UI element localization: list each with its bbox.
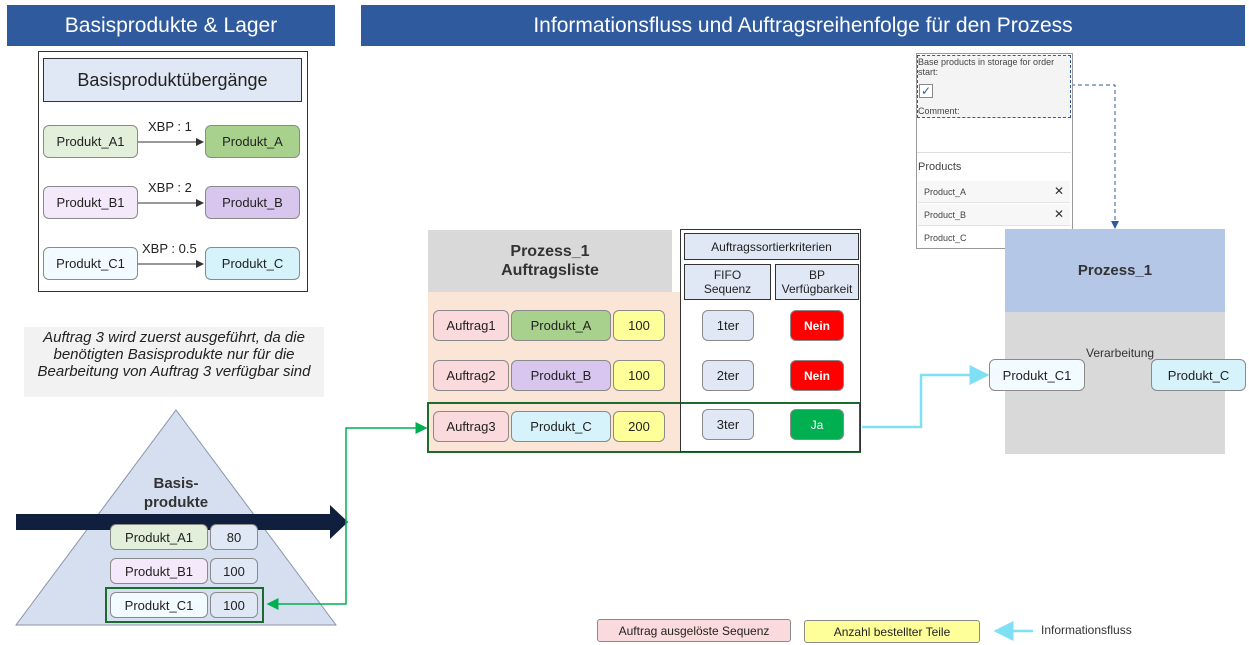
order-qty-3: 200	[613, 411, 665, 442]
header-informationsfluss: Informationsfluss und Auftragsreihenfolg…	[361, 5, 1245, 46]
pyramid-qty-c1: 100	[210, 592, 258, 618]
order-product-3: Produkt_C	[511, 411, 611, 442]
product-row-a-label: Product_A	[924, 187, 967, 197]
header-right-text: Informationsfluss und Auftragsreihenfolg…	[533, 13, 1073, 37]
criteria-col-fifo: FIFO Sequenz	[684, 264, 771, 300]
pyramid-title: Basis- produkte	[143, 475, 209, 511]
order-id-2: Auftrag2	[433, 360, 509, 391]
remove-product-a-icon[interactable]: ✕	[1054, 184, 1065, 198]
pyramid-item-b1: Produkt_B1	[110, 558, 208, 584]
remove-product-b-icon[interactable]: ✕	[1054, 207, 1065, 221]
green-connector-back	[266, 522, 347, 610]
products-title: Products	[918, 161, 962, 173]
criteria-panel	[680, 229, 861, 452]
order-id-3: Auftrag3	[433, 411, 509, 442]
order-product-2: Produkt_B	[511, 360, 611, 391]
criteria-col-bp: BP Verfügbarkeit	[775, 264, 859, 300]
criteria-title: Auftragssortierkriterien	[684, 233, 859, 260]
order-product-1: Produkt_A	[511, 310, 611, 341]
pyramid-qty-b1: 100	[210, 558, 258, 584]
info-flow-line	[862, 365, 990, 429]
transition-from-b: Produkt_B1	[43, 186, 138, 219]
product-row-b-label: Product_B	[924, 210, 967, 220]
criteria-avail-1: Nein	[790, 310, 844, 341]
note-text: Auftrag 3 wird zuerst ausgeführt, da die…	[37, 329, 311, 380]
legend-sequence: Auftrag ausgelöste Sequenz	[597, 619, 791, 642]
criteria-seq-3: 3ter	[702, 409, 754, 440]
criteria-seq-2: 2ter	[702, 360, 754, 391]
transition-to-c: Produkt_C	[205, 247, 300, 280]
transition-ratio-c: XBP : 0.5	[142, 241, 197, 256]
pyramid-item-a1: Produkt_A1	[110, 524, 208, 550]
criteria-avail-3: Ja	[790, 409, 844, 440]
panel-dashed-link	[1071, 84, 1119, 229]
transition-ratio-b: XBP : 2	[148, 180, 192, 195]
process-step-label: Verarbeitung	[1086, 346, 1155, 360]
product-row-b	[918, 204, 1070, 226]
inflow-arrow	[16, 505, 348, 539]
product-row-a	[918, 181, 1070, 203]
storage-checkbox-area	[917, 55, 1071, 118]
transition-to-a: Produkt_A	[205, 125, 300, 158]
pyramid-item-c1: Produkt_C1	[110, 592, 208, 618]
legend-flow-label: Informationsfluss	[1041, 623, 1132, 637]
criteria-seq-1: 1ter	[702, 310, 754, 341]
transitions-panel	[38, 51, 308, 292]
pyramid-qty-a1: 80	[210, 524, 258, 550]
transition-from-a: Produkt_A1	[43, 125, 138, 158]
note-box: Auftrag 3 wird zuerst ausgeführt, da die…	[24, 327, 324, 397]
transition-ratio-a: XBP : 1	[148, 119, 192, 134]
process-title: Prozess_1	[1005, 229, 1225, 312]
transitions-title: Basisproduktübergänge	[43, 58, 302, 102]
process-output-c: Produkt_C	[1151, 359, 1246, 391]
header-basisprodukte: Basisprodukte & Lager	[7, 5, 335, 46]
order-qty-1: 100	[613, 310, 665, 341]
orderlist-title: Prozess_1 Auftragsliste	[428, 230, 672, 292]
transition-from-c: Produkt_C1	[43, 247, 138, 280]
product-row-c-label: Product_C	[924, 233, 967, 243]
pyramid-highlight-c1	[105, 587, 264, 623]
comment-field[interactable]	[917, 118, 1071, 153]
process-input-c1: Produkt_C1	[989, 359, 1085, 391]
legend-quantity: Anzahl bestellter Teile	[804, 620, 980, 643]
order-qty-2: 100	[613, 360, 665, 391]
criteria-avail-2: Nein	[790, 360, 844, 391]
comment-label: Comment:	[918, 106, 960, 116]
transition-to-b: Produkt_B	[205, 186, 300, 219]
header-left-text: Basisprodukte & Lager	[64, 13, 278, 37]
green-connector-out	[345, 422, 428, 523]
storage-checkbox[interactable]: ✓	[919, 84, 933, 98]
storage-label: Base products in storage for order start…	[918, 57, 1055, 77]
order-id-1: Auftrag1	[433, 310, 509, 341]
